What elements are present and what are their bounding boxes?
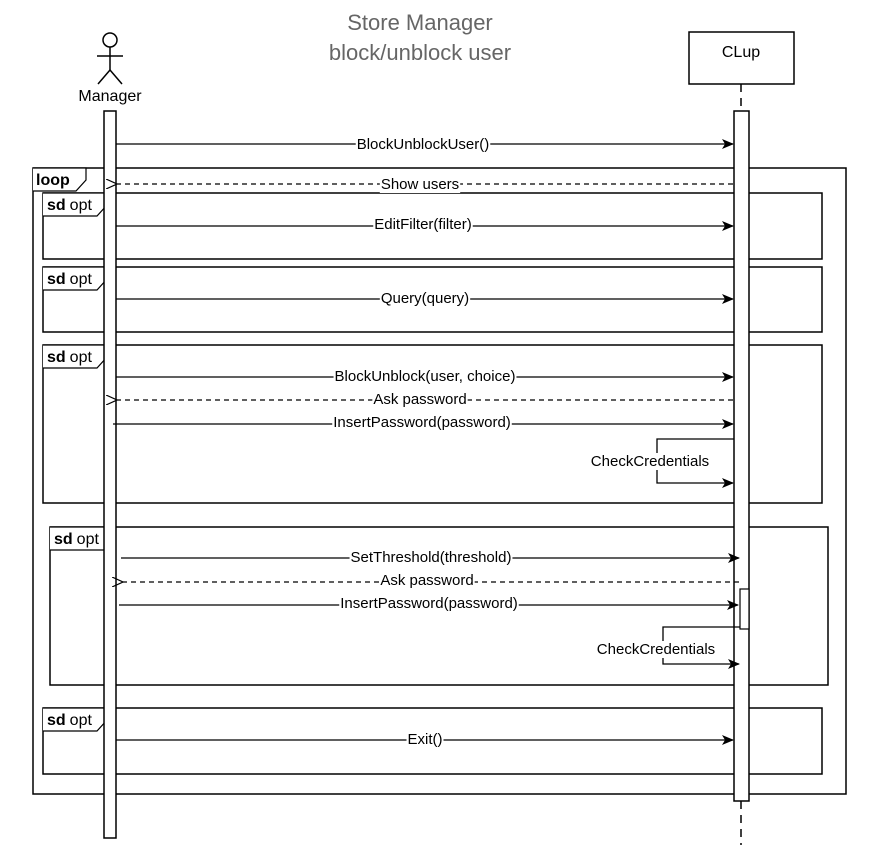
message-label-background: [349, 549, 513, 566]
message-block-unblock-user: BlockUnblockUser(): [116, 136, 734, 153]
message-check-credentials-2: CheckCredentials: [595, 626, 740, 669]
svg-text:CheckCredentials: CheckCredentials: [591, 453, 709, 470]
message-set-threshold: SetThreshold(threshold): [121, 549, 740, 566]
svg-text:InsertPassword(password): InsertPassword(password): [340, 595, 518, 612]
svg-text:Ask password: Ask password: [380, 572, 473, 589]
message-query: Query(query): [116, 290, 734, 307]
svg-text:InsertPassword(password): InsertPassword(password): [333, 414, 511, 431]
svg-text:Exit(): Exit(): [408, 731, 443, 748]
message-ask-password-2: Ask password: [123, 572, 739, 589]
diagram-title-line-2: block/unblock user: [329, 40, 511, 65]
svg-text:BlockUnblockUser(): BlockUnblockUser(): [357, 136, 490, 153]
svg-text:Query(query): Query(query): [381, 290, 469, 307]
message-exit: Exit(): [116, 731, 734, 748]
clup-participant-box: [688, 31, 795, 85]
message-label-background: [379, 290, 471, 307]
message-label-background: [595, 641, 717, 658]
manager-activation-bar: [103, 110, 117, 839]
message-label-background: [589, 453, 711, 470]
message-insert-password-1: InsertPassword(password): [113, 414, 734, 431]
message-ask-password-1: Ask password: [117, 391, 733, 408]
message-check-credentials-1: CheckCredentials: [589, 438, 734, 488]
diagram-title-line-1: Store Manager: [347, 10, 493, 35]
clup-activation-bar: [733, 110, 750, 802]
message-label-background: [355, 136, 491, 153]
message-label-background: [406, 731, 444, 748]
svg-text:BlockUnblock(user, choice): BlockUnblock(user, choice): [335, 368, 516, 385]
manager-actor-label: Manager: [78, 88, 142, 105]
message-label-background: [379, 572, 475, 589]
manager-actor-icon: [97, 32, 123, 85]
message-label-background: [333, 368, 517, 385]
svg-text:EditFilter(filter): EditFilter(filter): [374, 216, 472, 233]
clup-participant-label: CLup: [722, 44, 760, 61]
svg-text:SetThreshold(threshold): SetThreshold(threshold): [351, 549, 512, 566]
svg-text:Show users: Show users: [381, 176, 459, 193]
message-block-unblock: BlockUnblock(user, choice): [116, 368, 734, 385]
message-label-background: [372, 391, 468, 408]
svg-text:CheckCredentials: CheckCredentials: [597, 641, 715, 658]
message-edit-filter: EditFilter(filter): [116, 216, 734, 233]
message-show-users: Show users: [117, 176, 733, 193]
message-label-background: [379, 176, 461, 193]
message-label-background: [339, 595, 519, 612]
svg-text:Ask password: Ask password: [373, 391, 466, 408]
clup-nested-activation-bar: [739, 588, 750, 630]
message-insert-password-2: InsertPassword(password): [119, 595, 739, 612]
message-label-background: [332, 414, 512, 431]
loop-frame-label: loop: [36, 172, 70, 189]
message-label-background: [373, 216, 473, 233]
loop-frame: loop: [32, 167, 847, 795]
